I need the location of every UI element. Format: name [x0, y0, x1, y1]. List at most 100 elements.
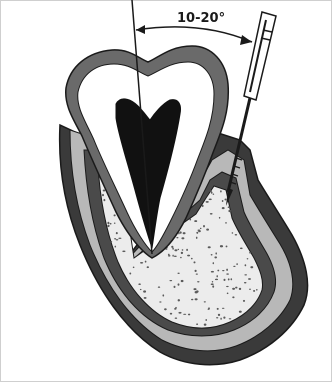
bone-speck	[133, 267, 135, 269]
bone-speck	[220, 318, 221, 320]
bone-speck	[216, 317, 218, 318]
bone-speck	[217, 270, 219, 272]
bone-speck	[218, 314, 220, 316]
bone-speck	[110, 241, 112, 243]
bone-speck	[103, 199, 105, 201]
bone-speck	[181, 252, 183, 254]
bone-speck	[122, 251, 125, 253]
bone-speck	[248, 278, 251, 280]
bone-speck	[206, 201, 209, 203]
bone-speck	[107, 222, 109, 224]
bone-speck	[222, 200, 224, 202]
bone-speck	[219, 217, 220, 219]
bone-speck	[194, 220, 197, 222]
bone-speck	[174, 286, 176, 288]
bone-speck	[183, 232, 186, 234]
bone-speck	[256, 289, 258, 291]
bone-speck	[213, 262, 214, 264]
bone-speck	[215, 279, 218, 281]
bone-speck	[235, 234, 238, 236]
bone-speck	[174, 249, 177, 251]
bone-speck	[239, 288, 241, 290]
bone-speck	[140, 289, 142, 290]
bone-speck	[222, 270, 224, 271]
bone-speck	[196, 290, 199, 292]
bone-speck	[183, 314, 186, 315]
bone-speck	[171, 246, 173, 248]
bone-speck	[177, 273, 179, 274]
bone-speck	[118, 238, 121, 239]
bone-speck	[249, 289, 251, 291]
angle-arc-arrowhead-right	[240, 35, 252, 45]
bone-speck	[181, 237, 184, 239]
bone-speck	[216, 275, 218, 277]
bone-speck	[110, 223, 112, 225]
bone-speck	[202, 205, 204, 207]
bone-speck	[178, 312, 181, 314]
bone-speck	[168, 254, 170, 255]
bone-speck	[159, 301, 161, 302]
bone-speck	[253, 290, 255, 292]
bone-speck	[115, 246, 116, 248]
bone-speck	[211, 283, 214, 285]
bone-speck	[244, 282, 247, 283]
bone-speck	[208, 246, 211, 248]
bone-speck	[225, 222, 227, 223]
bone-speck	[182, 249, 184, 250]
bone-speck	[114, 214, 116, 216]
bone-speck	[211, 192, 213, 194]
angle-arc	[136, 27, 252, 42]
bone-speck	[158, 286, 160, 288]
bone-speck	[228, 278, 230, 280]
bone-speck	[189, 218, 191, 220]
bone-speck	[181, 280, 184, 282]
bone-speck	[143, 290, 146, 292]
bone-speck	[222, 308, 225, 309]
bone-speck	[196, 232, 198, 234]
bone-speck	[107, 225, 109, 227]
bone-speck	[164, 308, 167, 310]
bone-speck	[220, 190, 222, 192]
bone-speck	[211, 254, 213, 256]
bone-speck	[114, 238, 116, 239]
bone-speck	[232, 232, 234, 233]
bone-speck	[239, 311, 242, 313]
bone-speck	[176, 237, 178, 238]
bone-speck	[196, 273, 198, 274]
bone-speck	[247, 258, 249, 259]
bone-speck	[169, 280, 172, 281]
bone-speck	[191, 299, 193, 301]
bone-speck	[196, 237, 198, 239]
bone-speck	[208, 309, 210, 310]
bone-speck	[235, 287, 237, 289]
bone-speck	[227, 292, 229, 294]
bone-speck	[195, 298, 198, 300]
bone-speck	[138, 283, 141, 285]
bone-speck	[232, 288, 235, 290]
bone-speck	[228, 206, 231, 208]
bone-speck	[212, 281, 213, 283]
bone-speck	[236, 263, 237, 265]
bone-speck	[231, 278, 233, 280]
bone-speck	[204, 323, 207, 325]
bone-speck	[114, 223, 116, 224]
bone-speck	[196, 323, 198, 325]
bone-speck	[205, 319, 207, 321]
bone-speck	[203, 225, 205, 227]
angle-arc-arrowhead-left	[136, 25, 145, 34]
bone-speck	[170, 313, 172, 315]
bone-speck	[178, 283, 180, 285]
bone-speck	[187, 255, 190, 257]
bone-speck	[223, 279, 225, 281]
bone-speck	[172, 255, 173, 257]
bone-speck	[211, 271, 214, 273]
bone-speck	[200, 228, 202, 229]
probe-handle	[244, 12, 276, 100]
bone-speck	[103, 189, 106, 191]
bone-speck	[210, 190, 212, 192]
bone-speck	[197, 229, 200, 230]
bone-speck	[245, 264, 247, 266]
bone-speck	[162, 294, 164, 296]
bone-speck	[243, 300, 245, 302]
bone-speck	[168, 255, 171, 257]
